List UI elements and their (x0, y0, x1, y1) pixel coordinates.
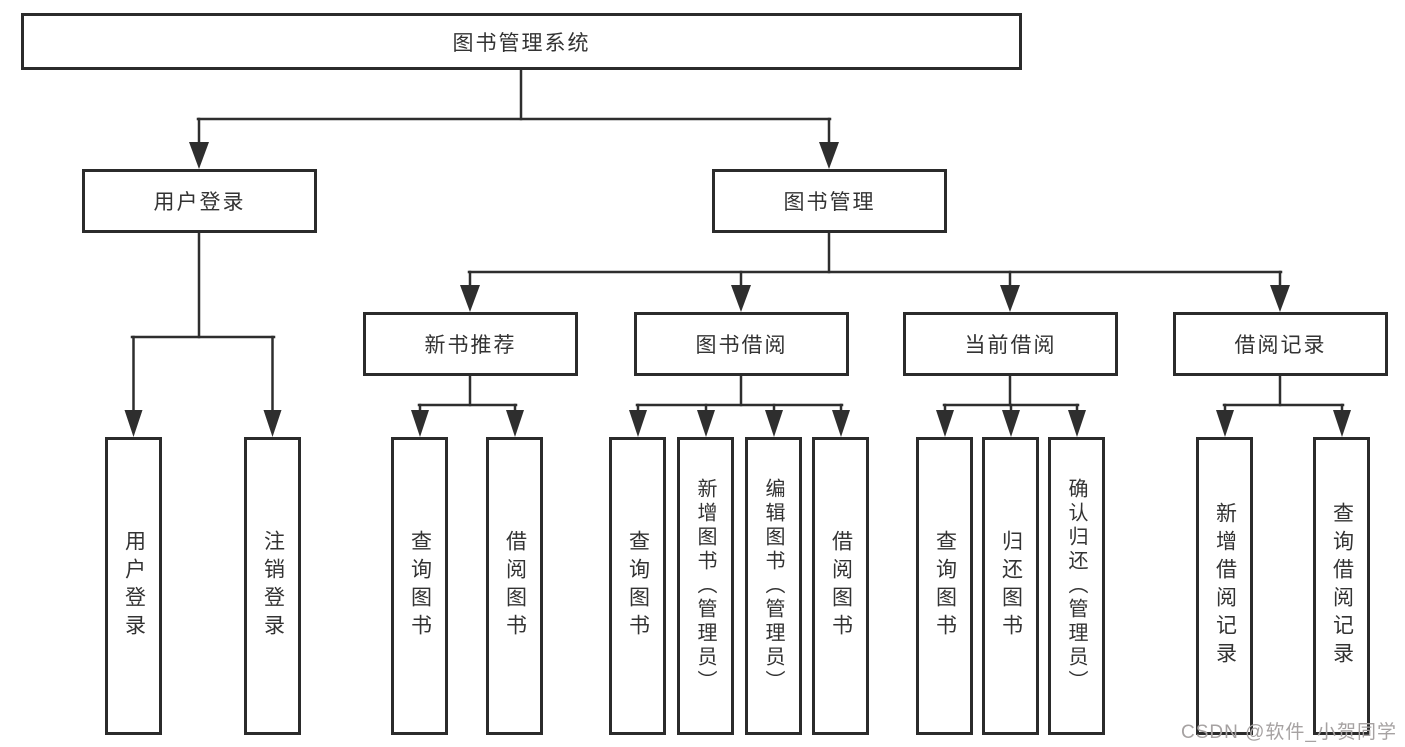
leaf-query-borrow-record: 查询借阅记录 (1313, 437, 1370, 735)
node-new-book-recommend: 新书推荐 (363, 312, 578, 376)
leaf-borrow-query-book: 查询图书 (609, 437, 666, 735)
leaf-borrow-book: 借阅图书 (812, 437, 869, 735)
node-book-borrow: 图书借阅 (634, 312, 849, 376)
csdn-watermark: CSDN @软件_小贺同学 (1181, 722, 1397, 743)
leaf-recommend-query-book: 查询图书 (391, 437, 448, 735)
leaf-edit-book-admin: 编辑图书（管理员） (745, 437, 802, 735)
node-borrow-record: 借阅记录 (1173, 312, 1388, 376)
leaf-user-login: 用户登录 (105, 437, 162, 735)
leaf-add-borrow-record: 新增借阅记录 (1196, 437, 1253, 735)
node-current-borrow: 当前借阅 (903, 312, 1118, 376)
leaf-add-book-admin: 新增图书（管理员） (677, 437, 734, 735)
node-user-login: 用户登录 (82, 169, 317, 233)
node-system-root: 图书管理系统 (21, 13, 1022, 70)
leaf-current-query-book: 查询图书 (916, 437, 973, 735)
leaf-logout: 注销登录 (244, 437, 301, 735)
leaf-confirm-return-admin: 确认归还（管理员） (1048, 437, 1105, 735)
leaf-return-book: 归还图书 (982, 437, 1039, 735)
leaf-recommend-borrow-book: 借阅图书 (486, 437, 543, 735)
node-book-management: 图书管理 (712, 169, 947, 233)
